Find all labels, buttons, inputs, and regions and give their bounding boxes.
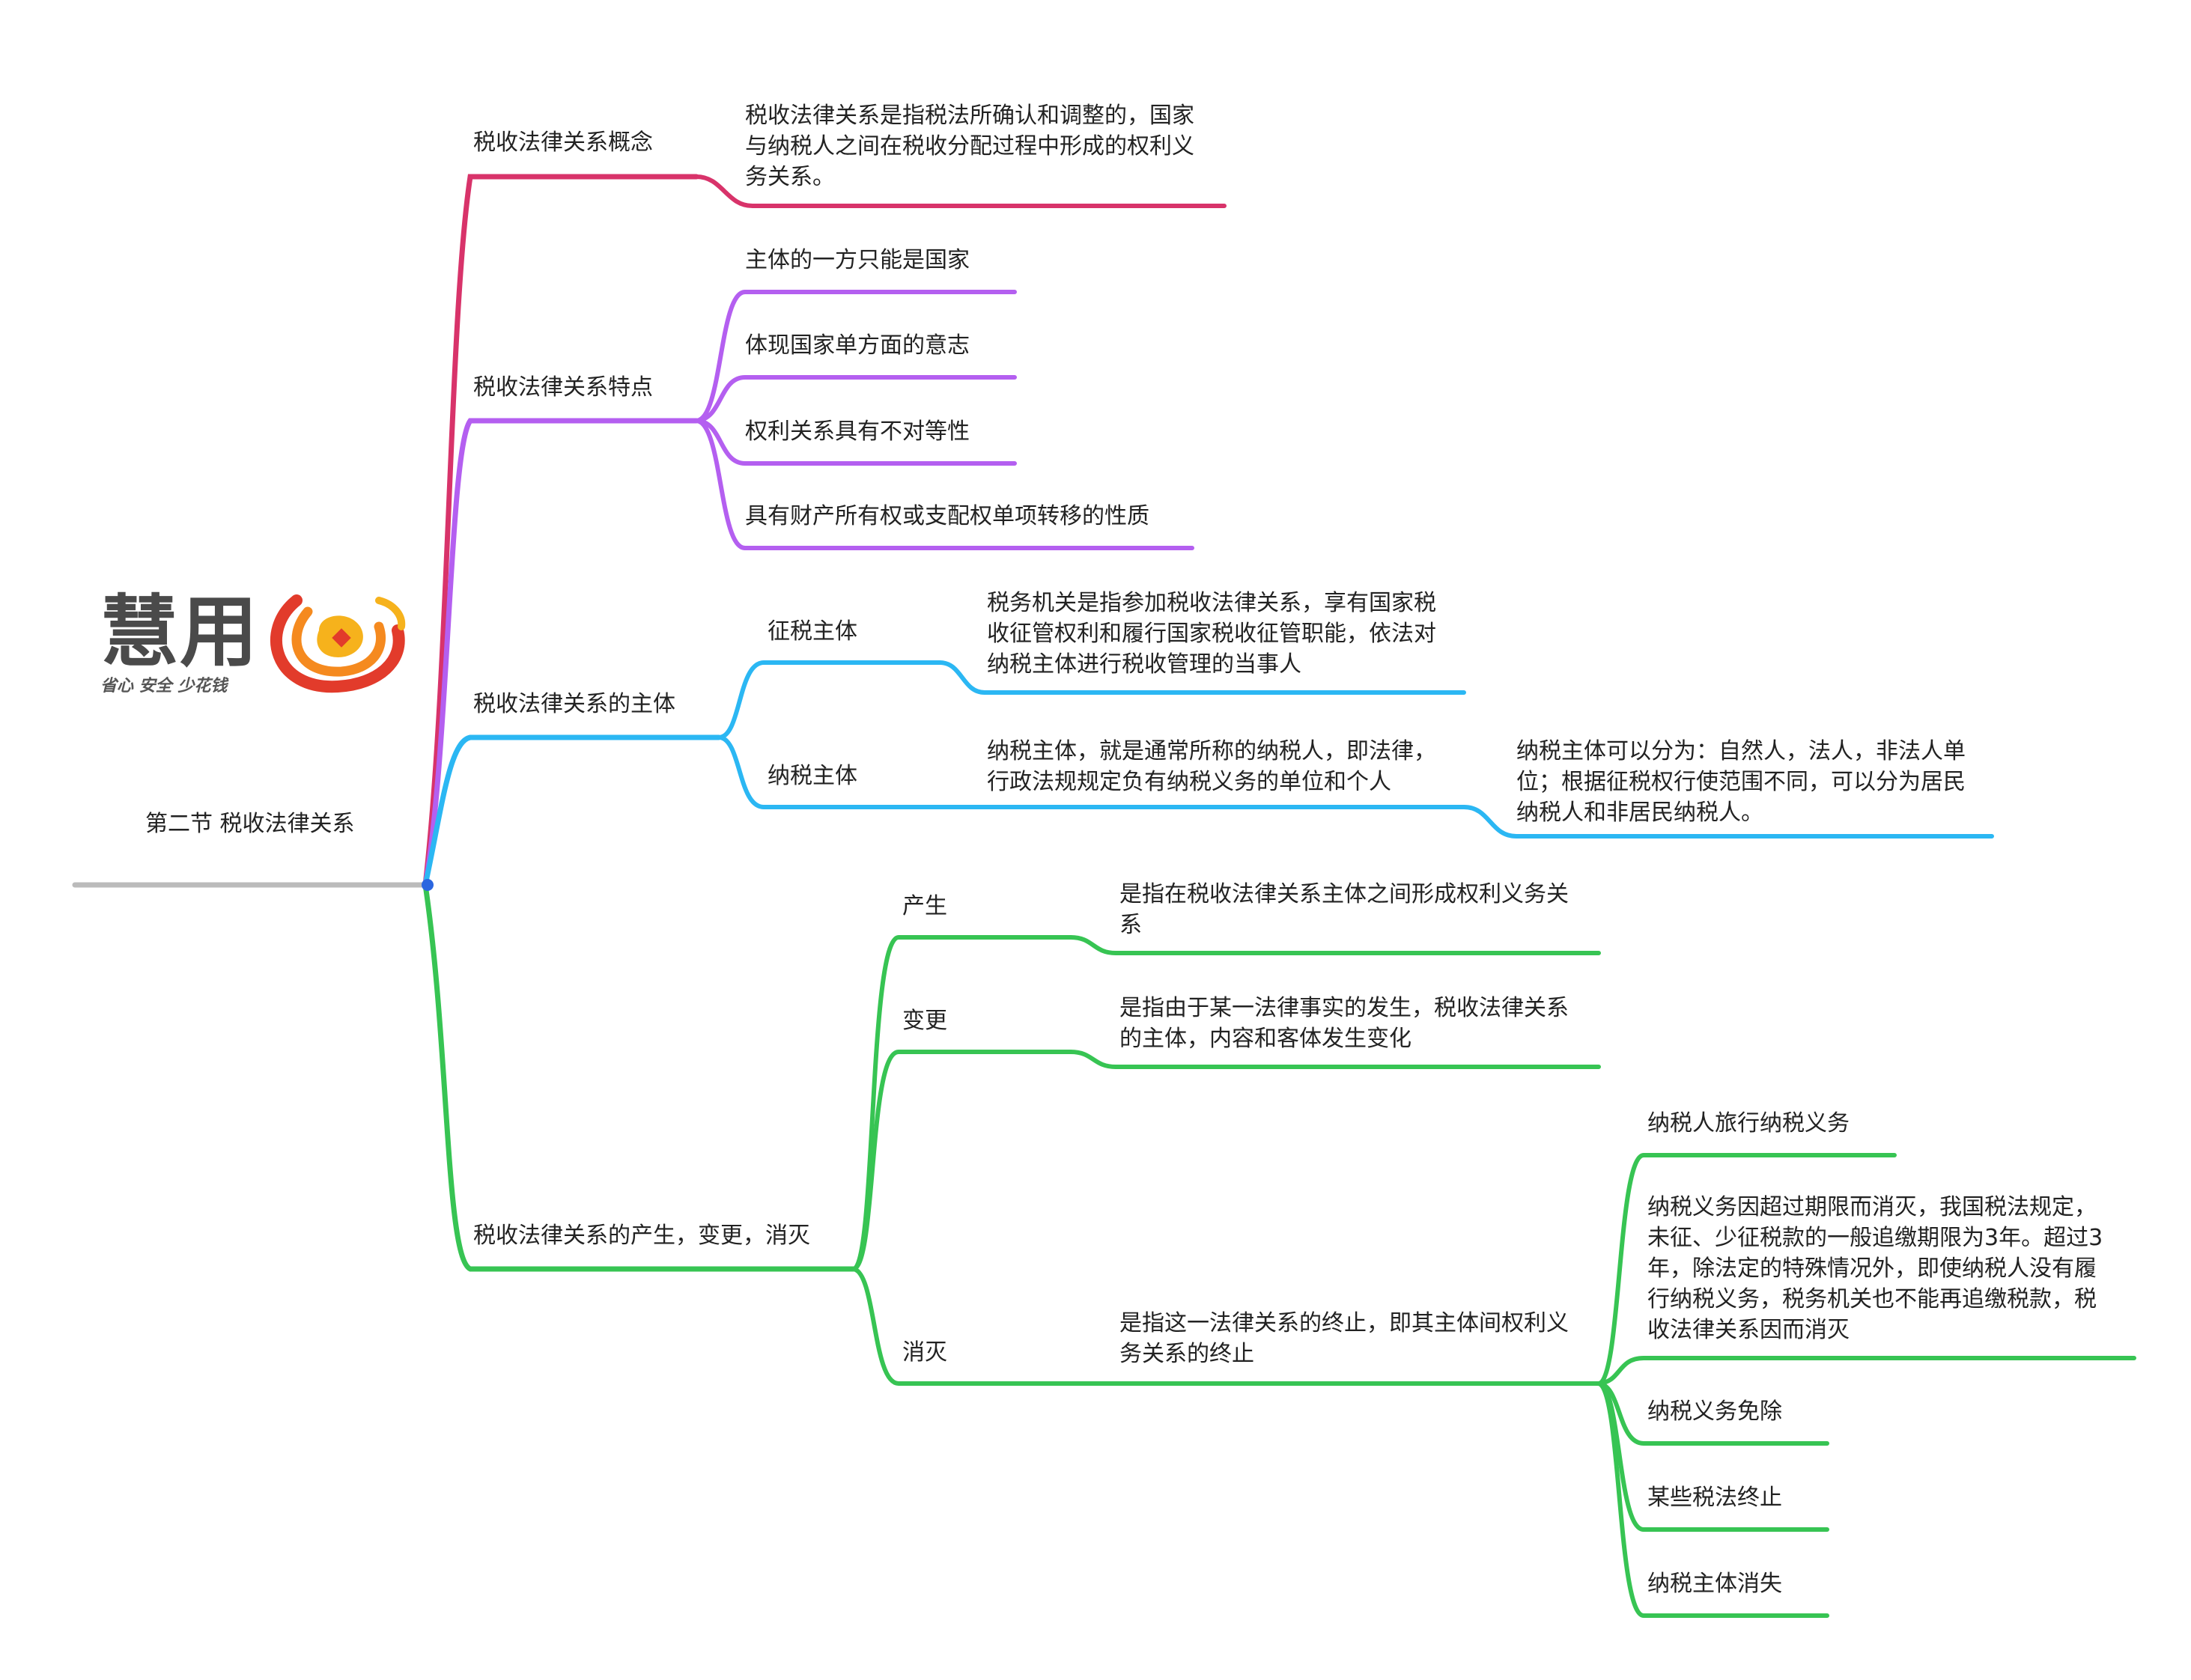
- edge-collector-detail: [938, 660, 1466, 695]
- concept-detail: 税收法律关系是指税法所确认和调整的，国家与纳税人之间在税收分配过程中形成的权利义…: [745, 103, 1194, 190]
- edge-termination-reason-2: [1596, 1356, 2136, 1386]
- edge-root-lifecycle: [422, 882, 857, 1272]
- change-label[interactable]: 变更: [902, 1008, 947, 1034]
- edge-root-concept: [422, 174, 699, 888]
- termination-detail: 是指这一法律关系的终止，即其主体间权利义务关系的终止: [1119, 1310, 1569, 1367]
- edge-lifecycle-termination: [851, 1267, 1601, 1386]
- termination-reason-1[interactable]: 纳税人旅行纳税义务: [1647, 1110, 1850, 1136]
- collector-detail: 税务机关是指参加税收法律关系，享有国家税收征管权利和履行国家税收征管职能，依法对…: [987, 590, 1436, 678]
- creation-detail: 是指在税收法律关系主体之间形成权利义务关系: [1119, 881, 1569, 938]
- edge-features-item-3: [694, 419, 1017, 466]
- branch-features-label[interactable]: 税收法律关系特点: [473, 374, 653, 401]
- features-item-1[interactable]: 主体的一方只能是国家: [745, 247, 970, 273]
- edge-creation-detail: [1069, 935, 1601, 955]
- logo-slogan: 省心 安全 少花钱: [100, 677, 228, 696]
- edge-termination-reason-1: [1596, 1153, 1897, 1386]
- edge-root-subjects: [422, 734, 722, 888]
- collector-label[interactable]: 征税主体: [768, 618, 857, 645]
- creation-label[interactable]: 产生: [902, 893, 947, 919]
- edge-lifecycle-change: [851, 1050, 1073, 1271]
- taxpayer-detail: 纳税主体，就是通常所称的纳税人，即法律，行政法规规定负有纳税义务的单位和个人: [987, 738, 1436, 795]
- features-item-2[interactable]: 体现国家单方面的意志: [745, 332, 970, 359]
- edge-lifecycle-creation: [851, 935, 1073, 1271]
- logo-swirl-icon: [270, 594, 406, 693]
- change-detail: 是指由于某一法律事实的发生，税收法律关系的主体，内容和客体发生变化: [1119, 995, 1569, 1052]
- root-dot: [422, 879, 434, 891]
- termination-reason-4[interactable]: 某些税法终止: [1647, 1485, 1782, 1511]
- edge-features-item-2: [694, 375, 1017, 423]
- termination-label[interactable]: 消灭: [902, 1339, 947, 1366]
- edge-taxpayer-extra: [1462, 805, 1994, 839]
- logo-text: 慧用: [100, 586, 260, 678]
- taxpayer-extra: 纳税主体可以分为：自然人，法人，非法人单位；根据征税权行使范围不同，可以分为居民…: [1516, 738, 1966, 826]
- root-title[interactable]: 第二节 税收法律关系: [145, 811, 355, 837]
- edge-subjects-taxpayer: [717, 735, 1466, 809]
- termination-reason-3[interactable]: 纳税义务免除: [1647, 1399, 1782, 1425]
- edge-root-features: [422, 418, 699, 888]
- branch-subjects-label[interactable]: 税收法律关系的主体: [473, 691, 675, 717]
- features-item-4[interactable]: 具有财产所有权或支配权单项转移的性质: [745, 503, 1149, 529]
- features-item-3[interactable]: 权利关系具有不对等性: [745, 419, 970, 445]
- taxpayer-label[interactable]: 纳税主体: [768, 763, 857, 789]
- branch-concept-label[interactable]: 税收法律关系概念: [473, 130, 653, 156]
- edge-features-item-1: [694, 290, 1017, 423]
- termination-reason-5[interactable]: 纳税主体消失: [1647, 1571, 1782, 1597]
- edge-change-detail: [1069, 1050, 1601, 1069]
- branch-lifecycle-label[interactable]: 税收法律关系的产生，变更，消灭: [473, 1223, 810, 1249]
- logo: 慧用 省心 安全 少花钱: [90, 584, 419, 711]
- edge-features-item-4: [694, 419, 1194, 550]
- edge-termination-reason-5: [1596, 1381, 1829, 1618]
- edge-concept-detail: [694, 174, 1227, 208]
- edge-subjects-collector: [717, 660, 942, 740]
- termination-reason-2: 纳税义务因超过期限而消灭，我国税法规定，未征、少征税款的一般追缴期限为3年。超过…: [1647, 1194, 2103, 1343]
